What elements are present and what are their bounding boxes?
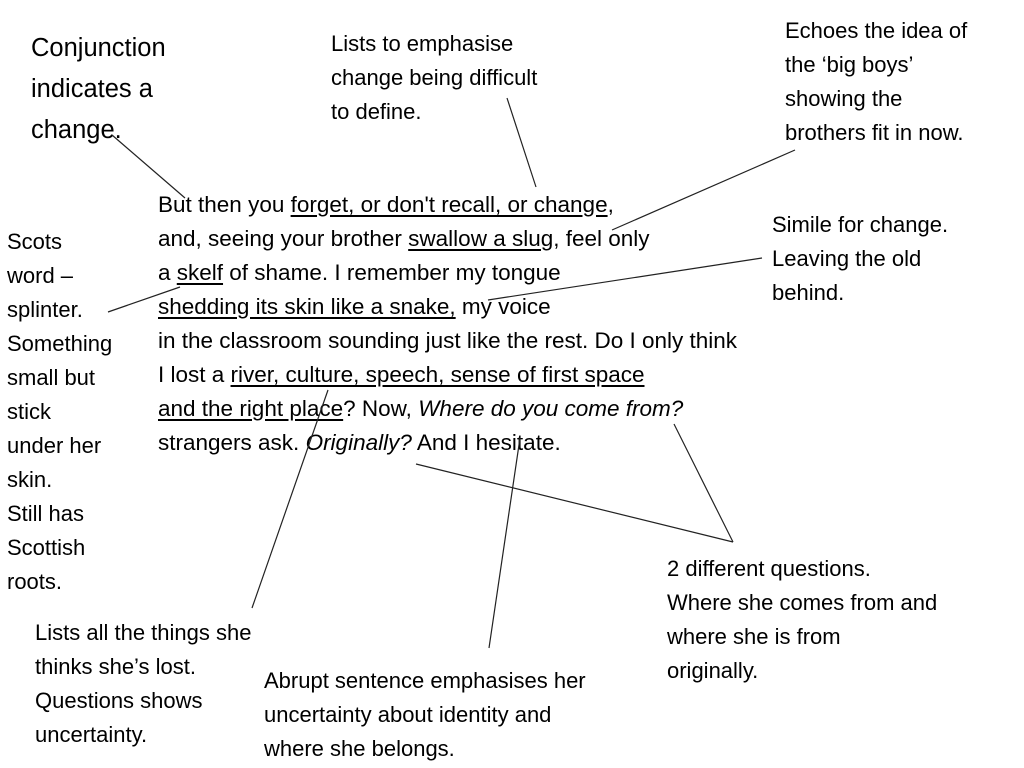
connector-questions-b <box>673 423 734 543</box>
note-line: Questions shows <box>35 688 203 713</box>
poem-line-6: I lost a river, culture, speech, sense o… <box>158 358 645 392</box>
poem-text: , feel only <box>553 226 650 251</box>
note-line: where she is from <box>667 624 841 649</box>
connector-echoes <box>611 149 796 231</box>
note-line: small but <box>7 365 96 390</box>
poem-text: And I hesitate. <box>411 430 561 455</box>
note-line: stick <box>7 399 51 424</box>
poem-text: of shame. I remember my tongue <box>223 260 561 285</box>
poem-underlined: river, culture, speech, sense of first s… <box>230 362 645 387</box>
note-scots: Scots word – splinter. Something small b… <box>7 225 112 599</box>
note-line: where she belongs. <box>264 736 455 761</box>
note-abrupt: Abrupt sentence emphasises her uncertain… <box>264 664 586 766</box>
note-simile: Simile for change. Leaving the old behin… <box>772 208 948 310</box>
poem-text: But then you <box>158 192 291 217</box>
poem-text: ? Now, <box>343 396 419 421</box>
poem-underlined: and the right place <box>158 396 344 421</box>
note-line: under her <box>7 433 102 458</box>
note-line: showing the <box>785 86 903 111</box>
poem-line-8: strangers ask. Originally? And I hesitat… <box>158 426 561 460</box>
note-line: indicates a <box>31 75 153 103</box>
poem-italic: Where do you come from? <box>418 396 684 421</box>
connector-abrupt <box>488 437 521 649</box>
poem-text: I lost a <box>158 362 231 387</box>
connector-questions-a <box>415 463 734 543</box>
note-line: Abrupt sentence emphasises her <box>264 668 586 693</box>
note-conjunction: Conjunction indicates a change. <box>31 28 166 151</box>
note-line: Lists all the things she <box>35 620 252 645</box>
note-questions: 2 different questions. Where she comes f… <box>667 552 937 688</box>
poem-line-7: and the right place? Now, Where do you c… <box>158 392 683 426</box>
note-line: change. <box>31 116 122 144</box>
note-line: the ‘big boys’ <box>785 52 914 77</box>
poem-line-4: shedding its skin like a snake, my voice <box>158 290 551 324</box>
poem-text: and, seeing your brother <box>158 226 409 251</box>
note-line: Where she comes from and <box>667 590 938 615</box>
note-line: splinter. <box>7 297 83 322</box>
poem-line-2: and, seeing your brother swallow a slug,… <box>158 222 650 256</box>
poem-text: in the classroom sounding just like the … <box>158 328 738 353</box>
note-line: Leaving the old <box>772 246 922 271</box>
note-lists-change: Lists to emphasise change being difficul… <box>331 27 537 129</box>
note-line: Scottish <box>7 535 86 560</box>
poem-text: strangers ask. <box>158 430 306 455</box>
note-line: brothers fit in now. <box>785 120 964 145</box>
poem-text: my voice <box>455 294 551 319</box>
note-line: behind. <box>772 280 845 305</box>
poem-underlined: forget, or don't recall, or change <box>290 192 608 217</box>
note-echoes: Echoes the idea of the ‘big boys’ showin… <box>785 14 967 150</box>
note-line: Scots <box>7 229 63 254</box>
note-line: word – <box>7 263 74 288</box>
poem-line-1: But then you forget, or don't recall, or… <box>158 188 614 222</box>
note-line: to define. <box>331 99 422 124</box>
note-line: Conjunction <box>31 34 166 62</box>
note-line: 2 different questions. <box>667 556 871 581</box>
note-line: skin. <box>7 467 53 492</box>
note-line: roots. <box>7 569 63 594</box>
note-line: originally. <box>667 658 759 683</box>
note-line: Lists to emphasise <box>331 31 514 56</box>
note-line: Something <box>7 331 113 356</box>
poem-underlined: swallow a slug <box>408 226 554 251</box>
note-line: Still has <box>7 501 85 526</box>
poem-underlined: shedding its skin like a snake, <box>158 294 456 319</box>
poem-underlined: skelf <box>176 260 224 285</box>
note-line: uncertainty about identity and <box>264 702 552 727</box>
note-line: Simile for change. <box>772 212 949 237</box>
note-lists-lost: Lists all the things she thinks she’s lo… <box>35 616 251 752</box>
note-line: change being difficult <box>331 65 538 90</box>
note-line: thinks she’s lost. <box>35 654 197 679</box>
poem-text: a <box>158 260 177 285</box>
poem-text: , <box>607 192 614 217</box>
note-line: uncertainty. <box>35 722 148 747</box>
poem-line-3: a skelf of shame. I remember my tongue <box>158 256 561 290</box>
note-line: Echoes the idea of <box>785 18 968 43</box>
poem-line-5: in the classroom sounding just like the … <box>158 324 737 358</box>
poem-italic: Originally? <box>305 430 412 455</box>
